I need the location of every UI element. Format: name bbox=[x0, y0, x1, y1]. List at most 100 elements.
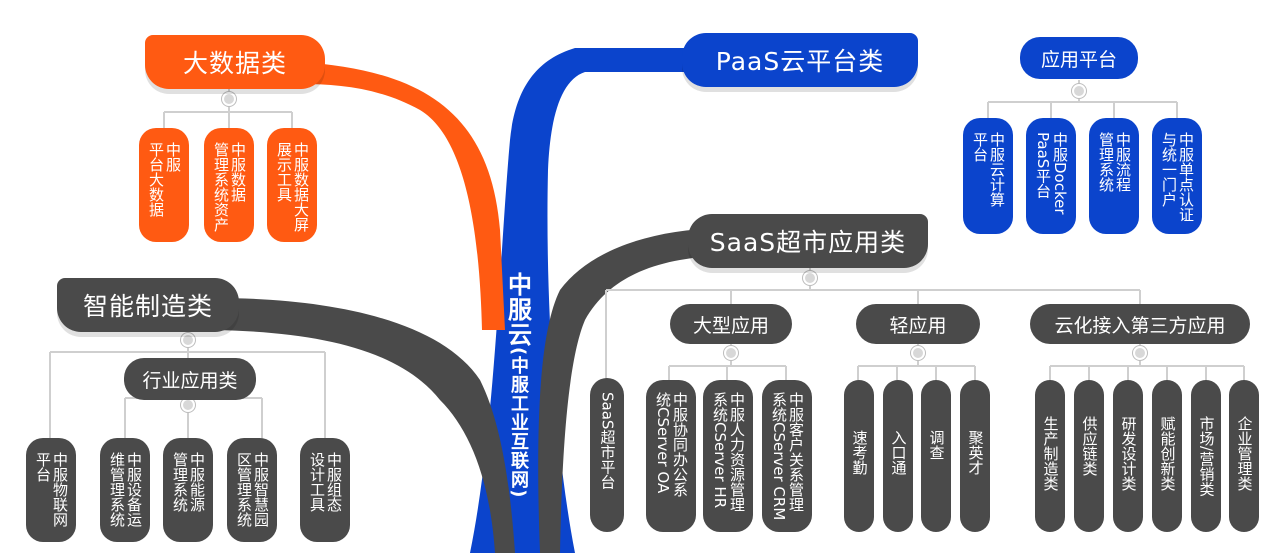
leaf-text: 中服数据大屏 bbox=[292, 142, 310, 232]
leaf-text: 中服组态 bbox=[325, 452, 343, 512]
leaf-text: 与统一门户 bbox=[1160, 132, 1178, 207]
leaf-text: 管理系统 bbox=[171, 452, 189, 512]
leaf-text: 中服Docker bbox=[1051, 132, 1069, 215]
leaf-text: 中服能源 bbox=[188, 452, 206, 512]
leaf-innovation[interactable]: 赋能创新类 bbox=[1152, 380, 1182, 532]
leaf-recruitment[interactable]: 聚英才 bbox=[960, 380, 990, 532]
center-title-sub: (中服工业互联网) bbox=[508, 347, 529, 499]
leaf-text: 统CServer OA bbox=[654, 392, 672, 494]
connector-dot bbox=[911, 346, 925, 360]
category-saas[interactable]: SaaS超市应用类 bbox=[688, 214, 928, 268]
leaf-energy-management[interactable]: 中服能源管理系统 bbox=[163, 438, 213, 542]
category-paas-label: PaaS云平台类 bbox=[715, 47, 885, 76]
leaf-bigdata-platform[interactable]: 中服平台大数据 bbox=[139, 128, 189, 242]
leaf-text: 设计工具 bbox=[308, 452, 326, 512]
category-smart-manufacturing[interactable]: 智能制造类 bbox=[57, 278, 239, 332]
leaf-attendance[interactable]: 速考勤 bbox=[844, 380, 874, 532]
sub-third-party-apps-label: 云化接入第三方应用 bbox=[1054, 314, 1226, 337]
leaf-text: 平台 bbox=[971, 132, 989, 162]
leaf-text: 中服协同办公系 bbox=[671, 392, 689, 497]
leaf-text: PaaS平台 bbox=[1034, 132, 1052, 199]
leaf-data-screen-tool[interactable]: 中服数据大屏展示工具 bbox=[267, 128, 317, 242]
leaf-entry-pass[interactable]: 入口通 bbox=[883, 380, 913, 532]
leaf-text: 中服单点认证 bbox=[1177, 132, 1195, 222]
smart-branch bbox=[215, 298, 515, 553]
leaf-text: 中服物联网 bbox=[51, 452, 69, 527]
leaf-text: 速考勤 bbox=[850, 430, 869, 475]
leaf-supply-chain[interactable]: 供应链类 bbox=[1074, 380, 1104, 532]
leaf-text: 系统CServer CRM bbox=[770, 392, 788, 521]
leaf-manufacturing[interactable]: 生产制造类 bbox=[1035, 380, 1065, 532]
leaf-saas-market-platform[interactable]: SaaS超市平台 bbox=[590, 378, 624, 532]
connector-dot bbox=[222, 92, 236, 106]
leaf-equipment-maintenance[interactable]: 中服设备运维管理系统 bbox=[100, 438, 150, 542]
leaf-text: 维管理系统 bbox=[108, 452, 126, 527]
central-trunk bbox=[470, 48, 700, 553]
connector-dot bbox=[181, 333, 195, 347]
leaf-text: 中服设备运 bbox=[125, 452, 143, 527]
sub-large-apps-label: 大型应用 bbox=[692, 314, 769, 337]
leaf-smart-park[interactable]: 中服智慧园区管理系统 bbox=[227, 438, 277, 542]
leaf-text: 中服人力资源管理 bbox=[728, 392, 746, 512]
sub-industry-apps[interactable]: 行业应用类 bbox=[124, 358, 256, 400]
category-smart-label: 智能制造类 bbox=[82, 292, 213, 321]
sub-third-party-apps[interactable]: 云化接入第三方应用 bbox=[1030, 304, 1250, 344]
leaf-marketing[interactable]: 市场/营销类 bbox=[1191, 380, 1221, 532]
leaf-text: 赋能创新类 bbox=[1158, 416, 1177, 491]
leaf-text: 企业管理类 bbox=[1235, 416, 1254, 491]
leaf-text: 研发设计类 bbox=[1119, 416, 1138, 491]
connector-dot bbox=[724, 346, 738, 360]
sub-light-apps[interactable]: 轻应用 bbox=[856, 304, 980, 344]
category-saas-label: SaaS超市应用类 bbox=[709, 228, 907, 257]
leaf-text: SaaS超市平台 bbox=[598, 392, 617, 490]
leaf-text: 平台 bbox=[34, 452, 52, 482]
leaf-text: 供应链类 bbox=[1080, 416, 1099, 476]
leaf-configuration-tool[interactable]: 中服组态设计工具 bbox=[300, 438, 350, 542]
leaf-text: 入口通 bbox=[889, 430, 908, 475]
saas-branch bbox=[538, 228, 720, 553]
leaf-text: 管理系统 bbox=[1097, 132, 1115, 192]
category-bigdata-label: 大数据类 bbox=[182, 49, 287, 78]
leaf-text: 中服流程 bbox=[1114, 132, 1132, 192]
leaf-text: 市场/营销类 bbox=[1197, 416, 1216, 497]
leaf-sso-portal[interactable]: 中服单点认证与统一门户 bbox=[1152, 118, 1202, 234]
leaf-text: 中服 bbox=[164, 142, 182, 172]
leaf-process-management[interactable]: 中服流程管理系统 bbox=[1089, 118, 1139, 234]
leaf-rd-design[interactable]: 研发设计类 bbox=[1113, 380, 1143, 532]
leaf-text: 平台大数据 bbox=[147, 142, 165, 217]
bigdata-branch bbox=[300, 62, 505, 330]
sub-light-apps-label: 轻应用 bbox=[889, 314, 947, 337]
leaf-text: 中服数据 bbox=[229, 142, 247, 202]
leaf-text: 生产制造类 bbox=[1041, 416, 1060, 491]
leaf-cserver-oa[interactable]: 中服协同办公系统CServer OA bbox=[646, 380, 696, 532]
leaf-cserver-hr[interactable]: 中服人力资源管理系统CServer HR bbox=[703, 380, 753, 532]
leaf-text: 中服云计算 bbox=[988, 132, 1006, 207]
sub-large-apps[interactable]: 大型应用 bbox=[670, 304, 792, 344]
leaf-survey[interactable]: 调查 bbox=[921, 380, 951, 532]
leaf-cserver-crm[interactable]: 中服客户关系管理系统CServer CRM bbox=[762, 380, 812, 532]
leaf-text: 展示工具 bbox=[275, 142, 293, 202]
leaf-text: 中服智慧园 bbox=[252, 452, 270, 527]
category-paas[interactable]: PaaS云平台类 bbox=[682, 33, 918, 87]
leaf-text: 聚英才 bbox=[966, 430, 985, 475]
leaf-data-asset-system[interactable]: 中服数据管理系统资产 bbox=[204, 128, 254, 242]
connector-dot bbox=[1072, 84, 1086, 98]
center-title-main: 中服云 bbox=[503, 272, 532, 347]
leaf-iot-platform[interactable]: 中服物联网平台 bbox=[26, 438, 76, 542]
leaf-enterprise-management[interactable]: 企业管理类 bbox=[1229, 380, 1259, 532]
leaf-cloud-computing-platform[interactable]: 中服云计算平台 bbox=[963, 118, 1013, 234]
sub-industry-apps-label: 行业应用类 bbox=[142, 369, 238, 392]
connector-dot bbox=[181, 398, 195, 412]
sub-app-platform[interactable]: 应用平台 bbox=[1020, 37, 1138, 79]
leaf-text: 中服客户关系管理 bbox=[787, 392, 805, 512]
category-bigdata[interactable]: 大数据类 bbox=[145, 35, 325, 89]
center-title: 中服云 (中服工业互联网) bbox=[498, 272, 538, 522]
leaf-text: 管理系统资产 bbox=[212, 142, 230, 232]
leaf-text: 调查 bbox=[927, 430, 946, 460]
connector-dot bbox=[1133, 346, 1147, 360]
connector-dot bbox=[803, 271, 817, 285]
sub-app-platform-label: 应用平台 bbox=[1040, 48, 1117, 71]
leaf-text: 区管理系统 bbox=[235, 452, 253, 527]
